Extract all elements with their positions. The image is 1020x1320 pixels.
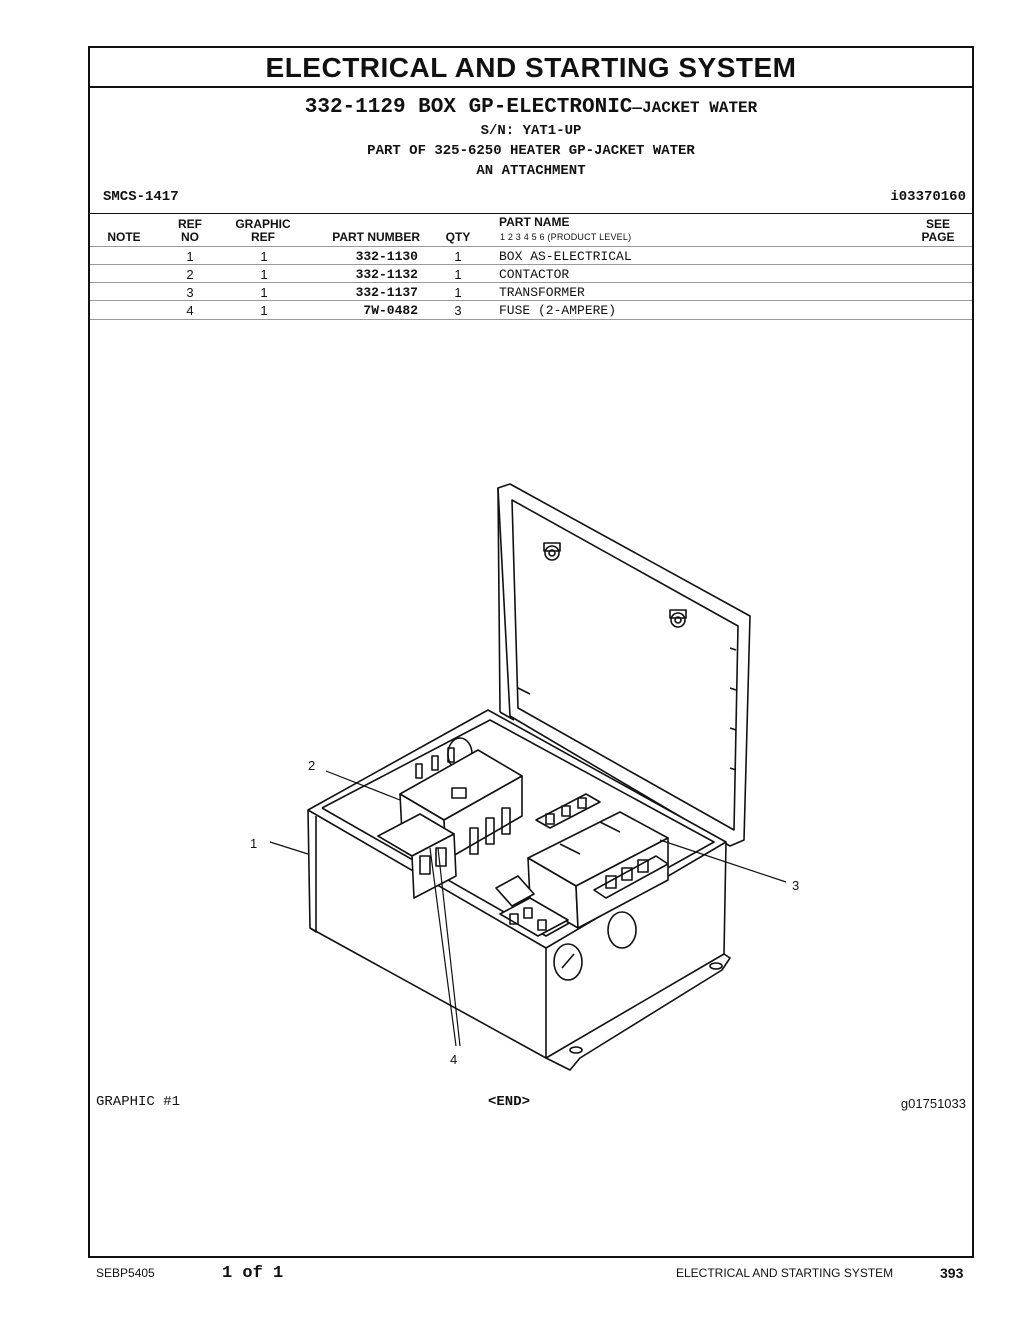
footer-section: ELECTRICAL AND STARTING SYSTEM — [676, 1266, 894, 1280]
col-ref-no: REF NO — [178, 217, 202, 244]
table-row: 3 1 332-1137 1 TRANSFORMER — [90, 282, 972, 301]
callout-4: 4 — [450, 1052, 457, 1067]
page-number: 393 — [940, 1265, 964, 1281]
callout-leaders — [269, 770, 787, 1047]
page-title: ELECTRICAL AND STARTING SYSTEM — [90, 48, 972, 88]
page-frame: ELECTRICAL AND STARTING SYSTEM 332-1129 … — [88, 46, 974, 1258]
end-marker: <END> — [488, 1094, 531, 1110]
illustration-id: i03370160 — [890, 189, 966, 205]
doc-number: SEBP5405 — [96, 1266, 155, 1280]
header-rule — [90, 213, 972, 214]
callout-3: 3 — [792, 878, 799, 893]
callout-1: 1 — [250, 836, 257, 851]
page-of: 1 of 1 — [222, 1264, 284, 1283]
table-row: 4 1 7W-0482 3 FUSE (2-AMPERE) — [90, 300, 972, 319]
smcs-code: SMCS-1417 — [103, 189, 179, 205]
col-note: NOTE — [107, 230, 141, 244]
col-graphic-ref: GRAPHIC REF — [235, 217, 291, 244]
col-part-name: PART NAME — [499, 215, 570, 229]
table-row: 2 1 332-1132 1 CONTACTOR — [90, 264, 972, 283]
attachment-line: AN ATTACHMENT — [476, 163, 586, 179]
group-suffix: —JACKET WATER — [632, 99, 758, 117]
fuse-block-drawing — [377, 813, 457, 899]
group-number: 332-1129 — [304, 96, 406, 119]
box-illustration: 2 1 3 4 — [250, 483, 799, 1071]
col-part-number: PART NUMBER — [332, 230, 420, 244]
group-heading: 332-1129 BOX GP-ELECTRONIC—JACKET WATER — [90, 96, 972, 119]
col-see-page: SEE PAGE — [921, 217, 955, 244]
graphic-label: GRAPHIC #1 — [96, 1094, 181, 1110]
lid-drawing — [497, 483, 751, 847]
contactor-drawing — [399, 747, 523, 861]
table-row: 1 1 332-1130 1 BOX AS-ELECTRICAL — [90, 246, 972, 265]
terminal-strip-drawing — [495, 793, 669, 937]
group-name: BOX GP-ELECTRONIC — [418, 96, 633, 119]
graphic-id: g01751033 — [900, 1096, 966, 1111]
part-of-line: PART OF 325-6250 HEATER GP-JACKET WATER — [367, 143, 695, 159]
serial-number: S/N: YAT1-UP — [480, 123, 582, 139]
callout-2: 2 — [308, 758, 315, 773]
col-qty: QTY — [445, 230, 471, 244]
table-bottom-rule — [90, 319, 972, 320]
product-level: 1 2 3 4 5 6 (PRODUCT LEVEL) — [500, 232, 632, 242]
